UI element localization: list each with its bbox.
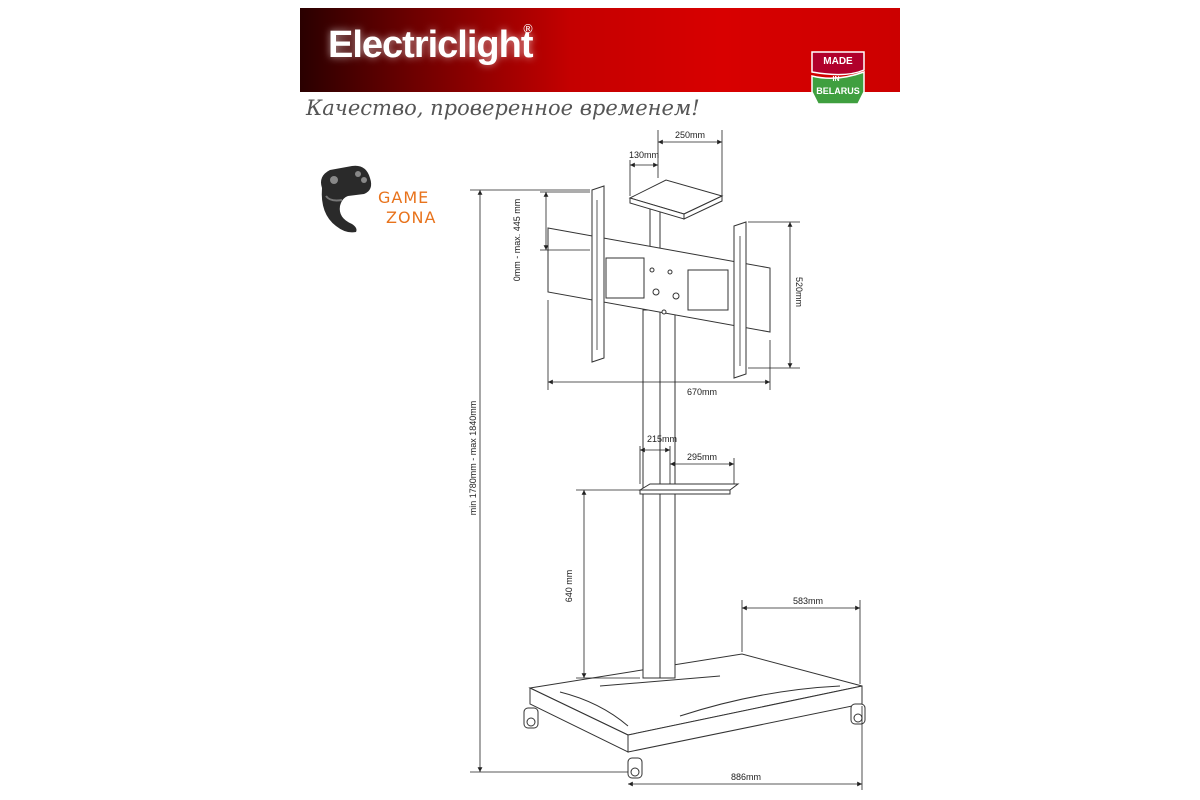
dim-base-width: 886mm: [731, 772, 761, 782]
header-banner: Electriclight ® MADE IN BELARUS: [300, 8, 900, 105]
base-groove-right: [679, 685, 841, 717]
badge-line-made: MADE: [823, 56, 853, 67]
top-shelf: [628, 179, 724, 215]
dim-base-depth: 583mm: [793, 596, 823, 606]
registered-mark: ®: [522, 22, 534, 36]
wheel-front: [627, 757, 643, 779]
mount-arm-left: [591, 185, 605, 363]
dim-bracket-width: 670mm: [687, 387, 717, 397]
slogan: Качество, проверенное временем!: [306, 96, 700, 120]
dim-shelf-width: 295mm: [687, 452, 717, 462]
game-zona-logo: GAME ZONA: [312, 158, 462, 238]
middle-shelf: [638, 483, 740, 491]
brand-logo-text: Electriclight: [328, 24, 533, 66]
dim-bracket-height: 520mm: [794, 277, 804, 307]
made-in-belarus-badge: MADE IN BELARUS: [806, 48, 870, 108]
gamepad-icon: [321, 165, 372, 233]
dim-shelf-offset: 215mm: [647, 434, 677, 444]
badge-line-in: IN: [833, 76, 840, 83]
wheel-right: [850, 703, 866, 725]
game-logo-line2: ZONA: [386, 208, 437, 227]
dim-top-shelf-width: 250mm: [675, 130, 705, 140]
dim-total-height: min 1780mm - max 1840mm: [468, 401, 478, 516]
game-logo-line1: GAME: [378, 188, 430, 207]
dim-shelf-height: 640 mm: [564, 570, 574, 603]
dim-top-shelf-depth: 130mm: [629, 150, 659, 160]
badge-line-belarus: BELARUS: [816, 86, 860, 96]
base-groove-top: [599, 675, 721, 687]
base-groove-left: [559, 691, 629, 727]
dim-vertical-adjust: 0mm - max. 445 mm: [512, 199, 522, 282]
wheel-left: [523, 707, 539, 729]
